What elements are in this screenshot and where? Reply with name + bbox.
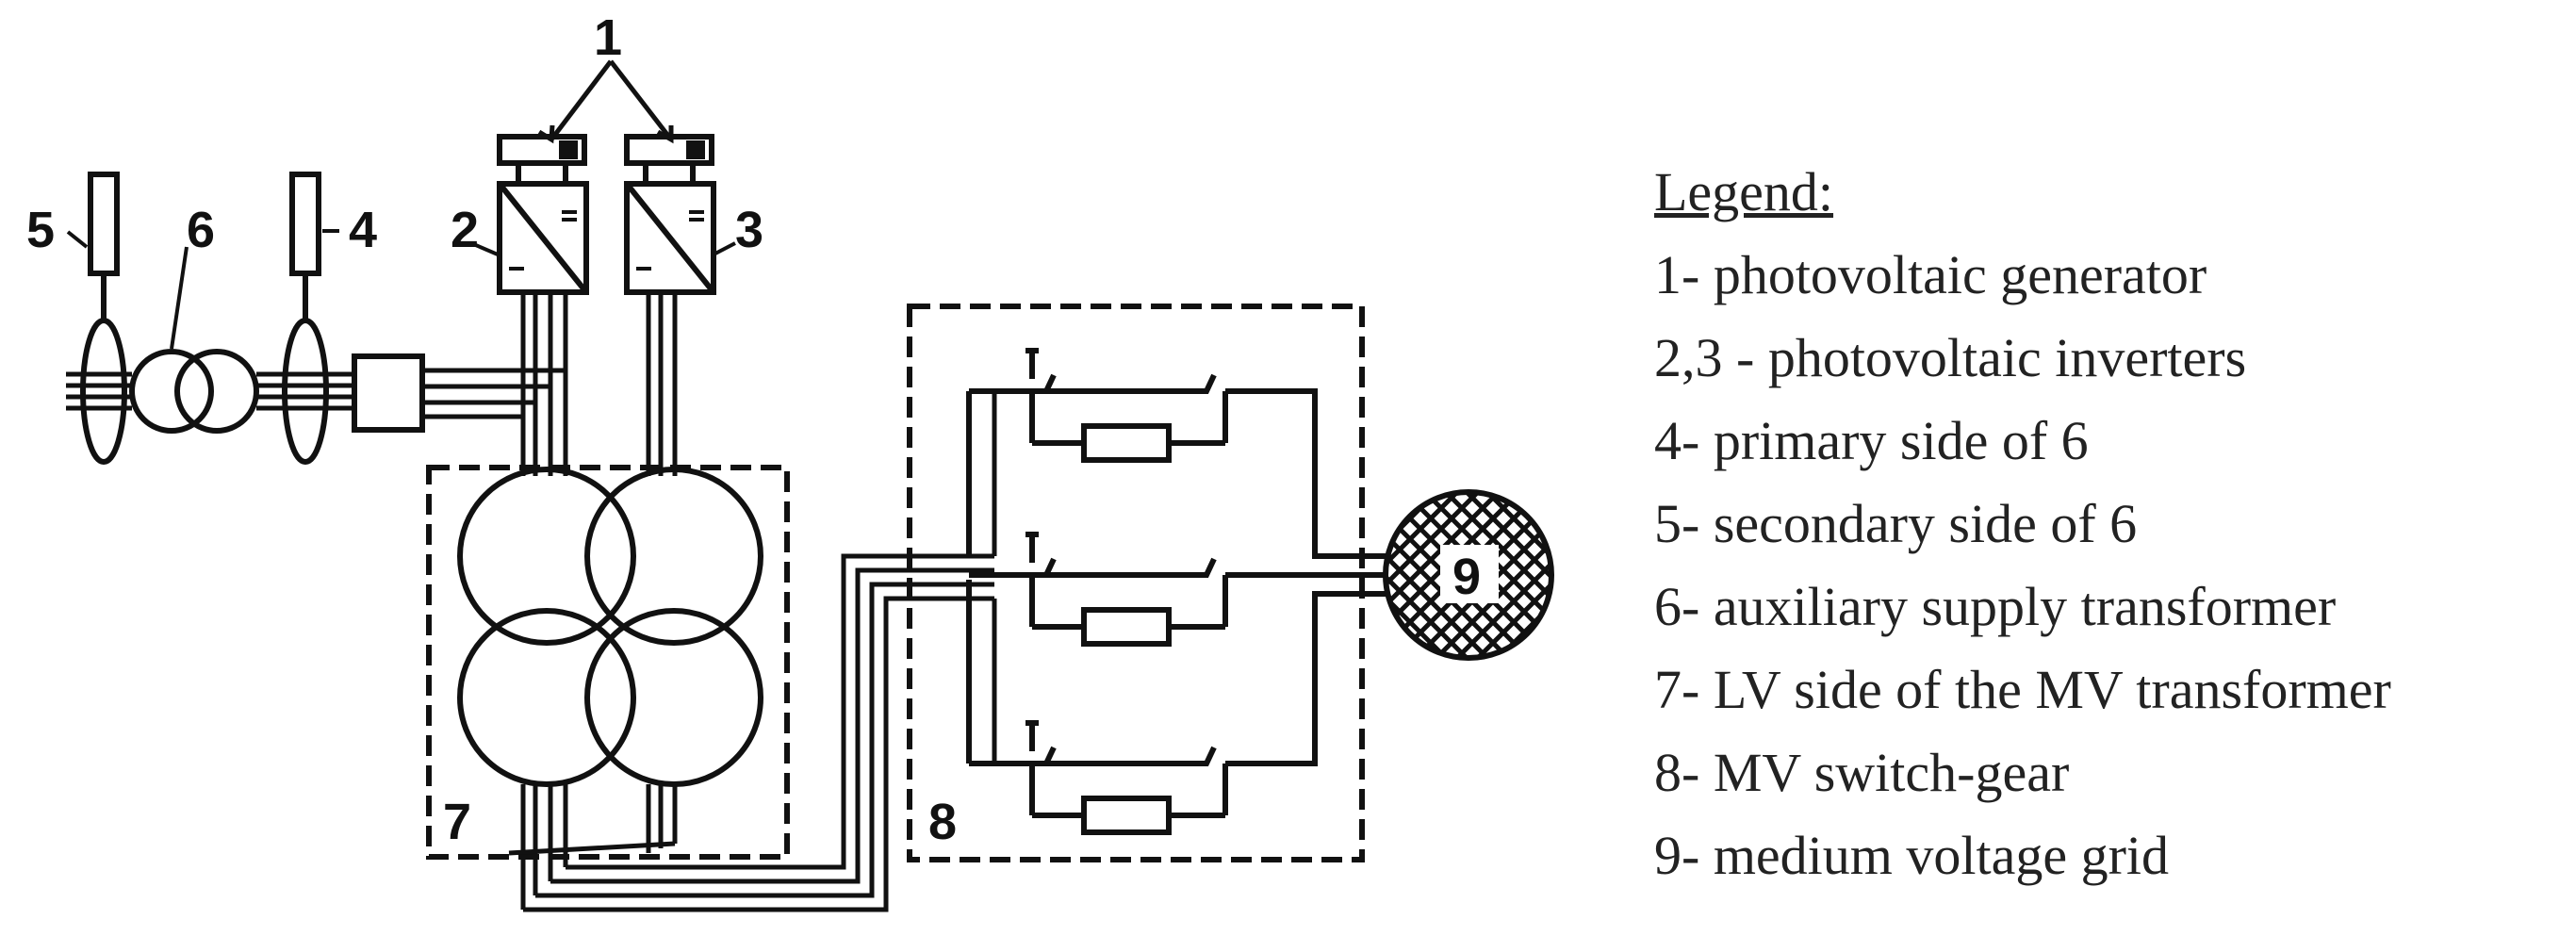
auxiliary-transformer-6 (129, 246, 259, 434)
label-7: 7 (443, 794, 471, 850)
auxiliary-junction-box (352, 353, 425, 433)
inverter-2-output (520, 292, 568, 476)
legend: Legend: 1- photovoltaic generator 2,3 - … (1654, 151, 2391, 897)
primary-side-4 (282, 172, 339, 465)
secondary-side-5 (66, 172, 127, 465)
legend-item-1: 1- photovoltaic generator (1654, 244, 2207, 305)
mv-transformer-windings (457, 467, 763, 787)
legend-item-7: 7- LV side of the MV transformer (1654, 659, 2391, 720)
label-3: 3 (735, 202, 763, 258)
legend-item-2-3: 2,3 - photovoltaic inverters (1654, 327, 2247, 388)
legend-item-6: 6- auxiliary supply transformer (1654, 576, 2337, 637)
label-2: 2 (451, 202, 479, 258)
label-1-pointers (537, 59, 674, 144)
legend-item-9: 9- medium voltage grid (1654, 825, 2170, 886)
legend-item-4: 4- primary side of 6 (1654, 410, 2089, 471)
lv-transformer-box-7 (426, 465, 790, 860)
pv-plant-diagram: 1 2 3 4 5 6 7 8 9 (26, 9, 1554, 912)
pv-generator-left (497, 134, 587, 187)
pv-inverter-3 (624, 181, 716, 295)
legend-title: Legend: (1654, 161, 1834, 222)
switchgear-bay-1 (966, 348, 1386, 559)
switchgear-bay-3 (966, 580, 1386, 835)
lv-to-switchgear-cables (508, 388, 1046, 912)
label-6: 6 (187, 202, 215, 258)
aux-to-inverter-feed (422, 368, 566, 419)
mv-switchgear-box-8 (907, 304, 1365, 862)
switchgear-bay-2 (969, 532, 1386, 647)
label-9: 9 (1452, 549, 1481, 605)
pv-inverter-2 (497, 181, 589, 295)
legend-item-5: 5- secondary side of 6 (1654, 493, 2138, 554)
auxiliary-busbar (66, 371, 354, 411)
label-5: 5 (26, 202, 55, 258)
legend-item-8: 8- MV switch-gear (1654, 742, 2070, 803)
label-8: 8 (928, 794, 957, 850)
label-4: 4 (349, 202, 377, 258)
inverter-3-output (646, 292, 678, 476)
label-1: 1 (594, 9, 622, 66)
pv-generator-right (624, 134, 714, 187)
